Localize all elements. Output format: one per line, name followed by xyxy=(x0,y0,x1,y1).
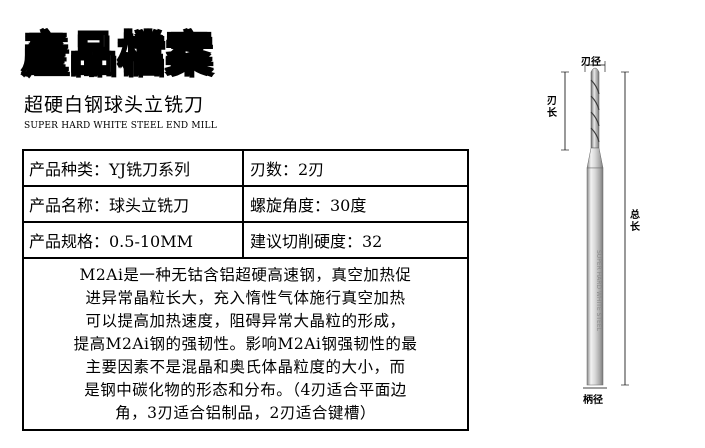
spec-row: 产品种类：YJ铣刀系列 刃数：2刃 xyxy=(24,151,467,187)
end-mill-drawing: SUPER HARD WHITE STEEL xyxy=(561,61,629,389)
material-description: M2Ai是一种无钴含铝超硬高速钢，真空加热促 进异常晶粒长大，充入惰性气体施行真… xyxy=(24,259,467,429)
spec-size: 产品规格：0.5-10MM xyxy=(24,223,244,257)
spec-row: 产品规格：0.5-10MM 建议切削硬度：32 xyxy=(24,223,467,259)
spec-category: 产品种类：YJ铣刀系列 xyxy=(24,151,244,185)
spec-flutes: 刃数：2刃 xyxy=(250,160,325,179)
description-line: 角，3刃适合铝制品，2刃适合键槽） xyxy=(115,404,376,422)
blade-diameter-label: 刃径 xyxy=(581,57,601,68)
spec-row: 产品名称：球头立铣刀 螺旋角度：30度 xyxy=(24,187,467,223)
shank xyxy=(586,167,604,386)
spec-hardness: 建议切削硬度：32 xyxy=(250,232,383,251)
description-line: 可以提高加热速度，阻碍异常大晶粒的形成， xyxy=(85,312,406,330)
end-mill-diagram: SUPER HARD WHITE STEEL 刃径 刃长 总长 柄径 xyxy=(535,50,685,410)
product-file-logo: 產品檔案 xyxy=(21,26,214,82)
spec-table: 产品种类：YJ铣刀系列 刃数：2刃 产品名称：球头立铣刀 螺旋角度：30度 产品… xyxy=(22,149,469,431)
description-line: 进异常晶粒长大，充入惰性气体施行真空加热 xyxy=(85,289,406,307)
shank-engraving: SUPER HARD WHITE STEEL xyxy=(595,250,602,332)
spec-name: 产品名称：球头立铣刀 xyxy=(24,187,244,221)
neck-taper xyxy=(586,147,604,169)
product-title-english: SUPER HARD WHITE STEEL END MILL xyxy=(24,121,217,131)
logo-text: 產品檔案 xyxy=(21,26,214,82)
total-length-label: 总长 xyxy=(630,210,640,233)
flute-helix xyxy=(590,79,600,143)
description-line: M2Ai是一种无钴含铝超硬高速钢，真空加热促 xyxy=(79,266,412,284)
product-title: 超硬白钢球头立铣刀 xyxy=(24,94,205,116)
spec-helix-angle: 螺旋角度：30度 xyxy=(250,196,367,215)
description-line: 是钢中碳化物的形态和分布。（4刃适合平面边 xyxy=(84,381,407,399)
shank-diameter-label: 柄径 xyxy=(583,395,603,406)
description-line: 提高M2Ai钢的强韧性。影响M2Ai钢强韧性的最 xyxy=(73,335,418,353)
blade-length-label: 刃长 xyxy=(547,96,557,119)
description-line: 主要因素不是混晶和奥氏体晶粒度的大小，而 xyxy=(85,358,406,376)
